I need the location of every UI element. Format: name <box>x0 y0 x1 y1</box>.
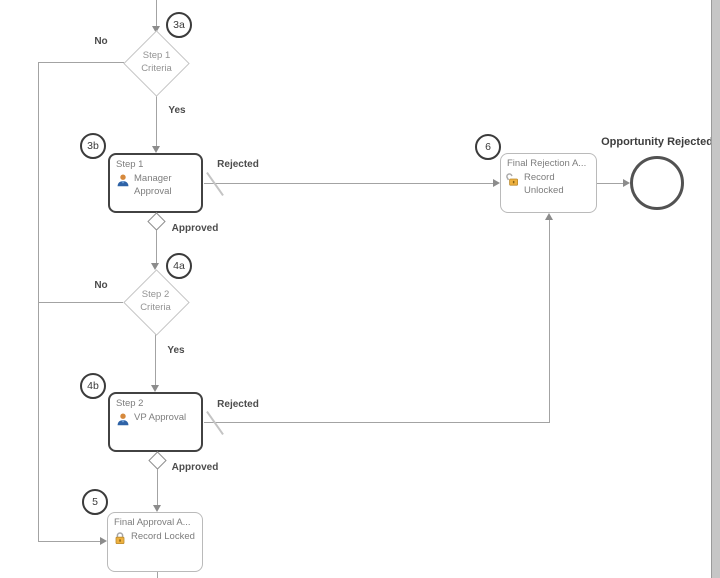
rejected-slash-step2 <box>206 410 224 436</box>
arrowhead-into-decision2 <box>151 263 159 270</box>
connector-decision2-yes <box>155 334 156 386</box>
connector-step1-rejected <box>204 183 494 184</box>
decision1-label-line2: Criteria <box>141 63 172 74</box>
step2-vp-approval-node[interactable]: Step 2 VP Approval <box>108 392 203 452</box>
final-rejection-action-node[interactable]: Final Rejection A... Record Unlocked <box>500 153 597 213</box>
arrowhead-into-end-circle <box>623 179 630 187</box>
arrowhead-into-decision1 <box>152 26 160 33</box>
edge-label-decision2-yes: Yes <box>167 345 185 356</box>
step2-text-line1: VP Approval <box>134 412 187 423</box>
arrowhead-into-final-rejection-bottom <box>545 213 553 220</box>
connector-step1-approved <box>156 229 157 264</box>
arrowhead-into-final-rejection-left <box>493 179 500 187</box>
connector-no-rail <box>38 62 39 541</box>
connector-rejection-to-end <box>597 183 624 184</box>
connector-step2-rejected-horizontal <box>204 422 550 423</box>
step1-approved-gateway-diamond <box>147 212 166 231</box>
edge-label-step2-rejected: Rejected <box>217 399 259 410</box>
step1-text-line1: Manager <box>134 173 172 184</box>
badge-3b: 3b <box>80 133 106 159</box>
lock-open-icon <box>505 172 520 192</box>
step2-approved-gateway-diamond <box>148 451 167 470</box>
edge-label-decision1-yes: Yes <box>168 105 186 116</box>
decision1-label-line1: Step 1 <box>142 50 171 61</box>
arrowhead-into-final-approval-left <box>100 537 107 545</box>
final-approval-text-line1: Record Locked <box>131 531 195 542</box>
vertical-scrollbar[interactable] <box>711 0 720 578</box>
decision2-label-line2: Criteria <box>140 302 171 313</box>
badge-3a: 3a <box>166 12 192 38</box>
edge-label-step2-approved: Approved <box>171 462 219 473</box>
final-approval-action-node[interactable]: Final Approval A... Record Locked <box>107 512 203 572</box>
badge-4a: 4a <box>166 253 192 279</box>
user-icon <box>116 173 130 192</box>
end-node-opportunity-rejected[interactable] <box>630 156 684 210</box>
step2-title: Step 2 <box>116 398 144 409</box>
final-approval-title: Final Approval A... <box>114 517 191 528</box>
edge-label-decision2-no: No <box>94 280 108 291</box>
final-rejection-title: Final Rejection A... <box>507 158 587 169</box>
rejected-slash-step1 <box>206 171 224 197</box>
arrowhead-into-step2 <box>151 385 159 392</box>
step1-text-line2: Approval <box>134 185 172 197</box>
badge-5: 5 <box>82 489 108 515</box>
connector-step2-approved <box>157 468 158 506</box>
connector-top-into-decision1 <box>156 0 157 27</box>
user-icon <box>116 412 130 431</box>
end-node-label: Opportunity Rejected <box>601 136 713 148</box>
connector-decision2-no <box>38 302 123 303</box>
badge-6: 6 <box>475 134 501 160</box>
connector-decision1-yes <box>156 93 157 147</box>
edge-label-decision1-no: No <box>94 36 108 47</box>
final-rejection-text-line2: Unlocked <box>524 184 564 196</box>
connector-decision1-no <box>38 62 124 63</box>
decision2-label-line1: Step 2 <box>141 289 170 300</box>
step1-manager-approval-node[interactable]: Step 1 Manager Approval <box>108 153 203 213</box>
badge-4b: 4b <box>80 373 106 399</box>
decision1-label: Step 1 Criteria <box>126 49 187 75</box>
edge-label-step1-rejected: Rejected <box>217 159 259 170</box>
final-rejection-text-line1: Record <box>524 172 555 183</box>
arrowhead-into-final-approval-top <box>153 505 161 512</box>
connector-no-into-final-approval <box>38 541 102 542</box>
connector-step2-rejected-vertical <box>549 220 550 423</box>
arrowhead-into-step1 <box>152 146 160 153</box>
step1-title: Step 1 <box>116 159 144 170</box>
decision2-label: Step 2 Criteria <box>125 288 186 314</box>
edge-label-step1-approved: Approved <box>171 223 219 234</box>
connector-below-final-approval <box>157 572 158 578</box>
lock-closed-icon <box>113 531 127 550</box>
